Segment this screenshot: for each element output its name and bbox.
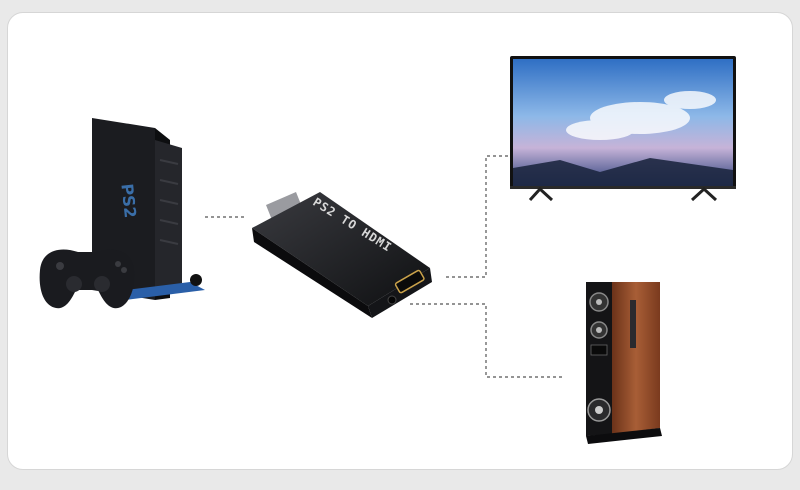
line-adapter-tv xyxy=(446,155,510,278)
connection-lines xyxy=(205,155,563,378)
line-adapter-speaker xyxy=(410,303,563,378)
ps2-logo: PS2 xyxy=(117,183,139,219)
hdmi-port-icon xyxy=(394,269,425,294)
ps2-console-icon: PS2 xyxy=(92,118,205,300)
audio-jack-icon xyxy=(387,295,397,305)
gamepad-icon xyxy=(39,249,135,309)
adapter-icon: PS2 TO HDMI xyxy=(252,192,432,318)
tv-icon xyxy=(510,56,736,202)
speaker-icon xyxy=(586,282,662,444)
